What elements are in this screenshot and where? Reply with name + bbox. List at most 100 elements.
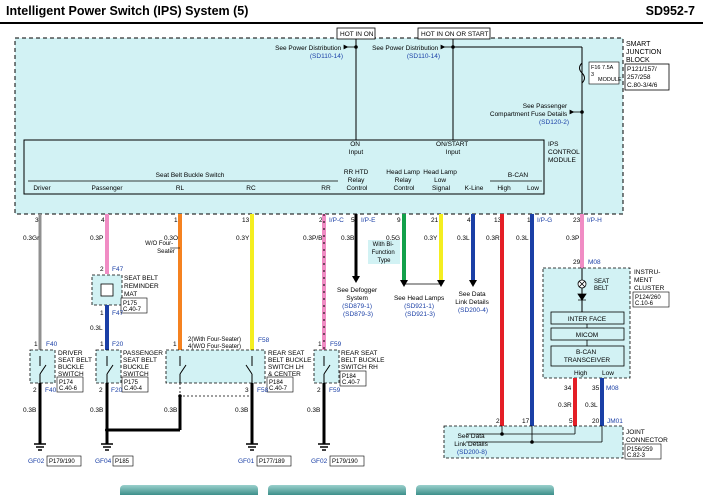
- interface-box: [550, 311, 625, 325]
- see-fuse: See Passenger Compartment Fuse Details (…: [490, 103, 569, 126]
- rear-rh-switch-symbol: [323, 356, 331, 383]
- f47-label-bottom: F47: [112, 310, 124, 317]
- f40-label-bottom: F40: [45, 387, 57, 394]
- joint-ref: P156/259 C.82-3: [627, 447, 654, 459]
- m08-pin-top: 29: [573, 259, 581, 266]
- ground-label-3: 0.3B: [164, 407, 177, 414]
- f58-pin-bottom: 3: [245, 387, 249, 394]
- ground-symbol-2: [101, 443, 113, 451]
- wire-label-1: 0.3Gr: [23, 235, 40, 242]
- pin-4b: 4: [467, 217, 471, 224]
- wire-label-ic-r: 0.3R: [558, 402, 572, 409]
- joint-see-label: See Data Link Details (SD200-8): [454, 433, 489, 456]
- note-wo-four: 4(W/O Four-Seater): [188, 344, 241, 350]
- pin-4: 4: [101, 217, 105, 224]
- ground-label-5: 0.3B: [307, 407, 320, 414]
- cluster-ref-box: [632, 291, 670, 308]
- fuse-label: F16 7.5A 3 MODULE: [591, 65, 622, 83]
- f59-label-top: F59: [330, 341, 342, 348]
- ground-4-ref: P179/190: [332, 459, 358, 465]
- pin-1b: 1: [527, 217, 531, 224]
- wire-label-10: 0.3R: [486, 235, 500, 242]
- f20-pin-top: 1: [100, 341, 104, 348]
- driver-ref-box: [56, 376, 84, 393]
- headlamp-arrow-2: [437, 280, 445, 287]
- pin-ipg: I/P-G: [537, 217, 552, 224]
- cluster-low-label: Low: [602, 370, 614, 377]
- cluster-label: INSTRU- MENT CLUSTER: [634, 269, 665, 292]
- note-with-four: 2(With Four-Seater): [188, 337, 241, 343]
- defogger-arrow: [352, 276, 360, 283]
- driver-switch-label: DRIVER SEAT BELT BUCKLE SWITCH: [58, 350, 94, 378]
- ground-symbol-3: [246, 443, 258, 451]
- f58-label-top: F58: [258, 337, 270, 344]
- reminder-ref: P175 C.40-7: [123, 301, 142, 313]
- cluster-ref: P124/260 C.10-6: [635, 295, 662, 307]
- ground-symbol-1: [34, 443, 46, 451]
- headlamps-label: See Head Lamps (SD921-1) (SD921-3): [394, 295, 446, 318]
- pin-9: 9: [397, 217, 401, 224]
- pin-13: 13: [242, 217, 250, 224]
- wire-label-6: 0.3B: [341, 235, 354, 242]
- rr-htd-label: RR HTD Relay Control: [344, 169, 370, 192]
- wire-label-12: 0.3P: [566, 235, 579, 242]
- micom-box: [550, 327, 625, 341]
- wire-label-9: 0.3L: [457, 235, 470, 242]
- wire-label-2: 0.3P: [90, 235, 103, 242]
- bi-function-box: [368, 240, 400, 264]
- m08-label-bottom: M08: [606, 385, 619, 392]
- rear-lh-switch-symbol-1: [179, 356, 187, 383]
- ips-label: IPS CONTROL MODULE: [548, 141, 581, 164]
- rear-rh-switch-box: [313, 349, 340, 384]
- reminder-ref-box: [120, 297, 148, 314]
- f58-label-bottom: F58: [257, 387, 269, 394]
- f59-label-bottom: F59: [329, 387, 341, 394]
- ground-4: GF02: [311, 458, 328, 465]
- ground-3-ref: P177/189: [259, 459, 285, 465]
- joint-dot-1: [500, 432, 504, 436]
- pin-ipc: I/P-C: [329, 217, 344, 224]
- passenger-switch-symbol: [106, 356, 114, 383]
- ground-1-ref-box: [46, 455, 82, 467]
- nav-button-3[interactable]: [416, 485, 554, 495]
- ips-control-module: [23, 139, 545, 195]
- ground-2-ref: P185: [115, 459, 130, 465]
- header-rule: [0, 22, 703, 24]
- cluster-high-label: High: [574, 370, 588, 377]
- nav-button-1[interactable]: [120, 485, 258, 495]
- f47-label: F47: [112, 266, 124, 273]
- pin-ipe: I/P-E: [361, 217, 376, 224]
- see-pd-2: See Power Distribution (SD110-14): [372, 45, 440, 60]
- pin-13b: 13: [494, 217, 502, 224]
- driver-ref: P174 C.40-6: [59, 380, 78, 392]
- seat-belt-switch-label: Seat Belt Buckle Switch: [156, 172, 225, 179]
- defogger-label: See Defogger System (SD879-1) (SD879-3): [337, 287, 379, 318]
- joint-ref-box: [624, 443, 662, 460]
- f47-pin: 2: [100, 266, 104, 273]
- wire-label-4: 0.3Y: [236, 235, 250, 242]
- channel-rc: RC: [246, 185, 256, 192]
- wire-label-5: 0.3P/B: [303, 235, 323, 242]
- nav-button-2[interactable]: [268, 485, 406, 495]
- rear-rh-label: REAR SEAT BELT BUCKLE SWITCH RH: [341, 350, 386, 371]
- wire-label-8: 0.3Y: [424, 235, 438, 242]
- seat-belt-lamp-label: SEAT BELT: [594, 279, 611, 292]
- channel-rr: RR: [321, 185, 331, 192]
- micom-label: MICOM: [576, 332, 598, 339]
- sjb-ref: P121/157/ 257/258 C.80-3/4/6: [627, 66, 658, 89]
- pin-5: 5: [351, 217, 355, 224]
- driver-switch-box: [29, 349, 56, 384]
- head-relay-label: Head Lamp Relay Control: [386, 169, 421, 192]
- jm01-pin-5: 5: [569, 418, 573, 425]
- passenger-ref-box: [121, 376, 149, 393]
- note-bi-function: With Bi- Function Type: [372, 242, 397, 264]
- pin-23: 23: [573, 217, 581, 224]
- onstart-input-label: ON/START Input: [436, 141, 470, 156]
- pin-3: 3: [35, 217, 39, 224]
- seat-belt-lamp-cross: [578, 280, 586, 288]
- f40-label-top: F40: [46, 341, 58, 348]
- rear-lh-ref-box: [266, 376, 294, 393]
- note-wo-four-seater: W/O Four- Seater: [145, 241, 175, 255]
